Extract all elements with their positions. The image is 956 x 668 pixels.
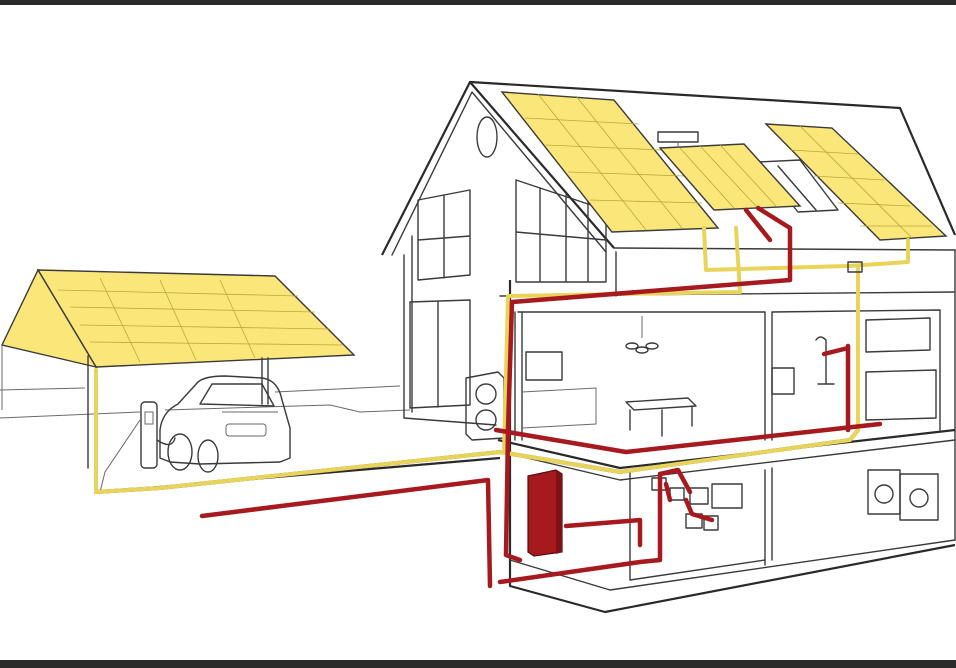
electric-car-icon — [159, 375, 291, 473]
gable-window-upper — [417, 189, 471, 281]
washing-machine-icon — [867, 469, 901, 515]
front-window-large — [515, 179, 607, 283]
table-icon — [625, 397, 697, 437]
bottom-frame-bar — [0, 660, 956, 668]
carport — [0, 268, 356, 471]
ceiling-lamp-icon — [625, 316, 659, 354]
tv-icon — [525, 351, 563, 381]
lower-floor-slab — [509, 539, 956, 591]
home-battery-icon — [527, 469, 563, 557]
solar-thermal-collector — [657, 131, 802, 211]
attic-round-window — [476, 116, 498, 158]
grid-cables — [199, 205, 883, 589]
pv-junction-box — [847, 261, 863, 273]
top-frame-bar — [0, 0, 956, 5]
ground-lines — [0, 385, 501, 494]
shower-icon — [771, 336, 835, 395]
wall-charger-icon — [140, 401, 176, 469]
house — [381, 80, 956, 614]
carport-panel-cells — [57, 277, 343, 363]
gable-window-lower — [409, 299, 471, 409]
dryer-icon — [899, 473, 939, 521]
roof-solar-panels — [500, 91, 948, 241]
carport-roof-front — [0, 268, 98, 369]
carport-post-right — [261, 357, 269, 405]
